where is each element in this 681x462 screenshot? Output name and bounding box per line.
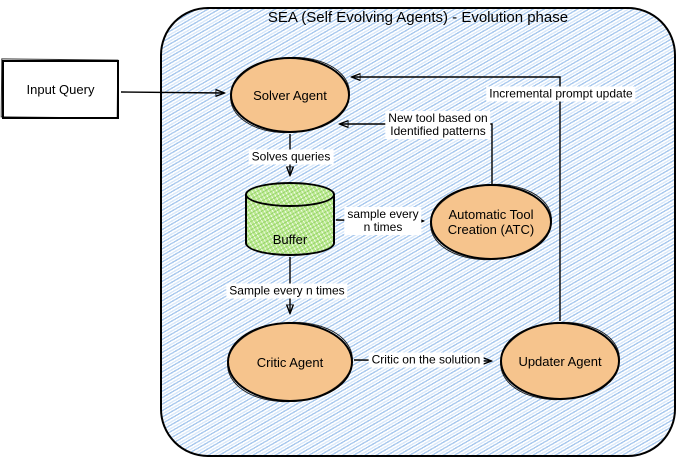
input-query-label: Input Query — [26, 82, 95, 97]
node-updater-agent: Updater Agent — [500, 322, 620, 400]
diagram-title: SEA (Self Evolving Agents) - Evolution p… — [267, 9, 569, 26]
updater-agent-label: Updater Agent — [518, 353, 602, 369]
label-sample-every-n-times-right: sample every n times — [344, 207, 422, 235]
label-new-tool: New tool based on Identified patterns — [385, 111, 491, 139]
label-new-tool-line1: New tool based on — [388, 111, 488, 125]
node-automatic-tool-creation: Automatic Tool Creation (ATC) — [430, 184, 552, 260]
node-solver-agent: Solver Agent — [230, 57, 350, 133]
label-sample-right-line2: n times — [363, 220, 403, 234]
atc-label: Automatic Tool Creation (ATC) — [447, 207, 535, 237]
edge-input-to-solver — [120, 92, 224, 93]
buffer-cylinder-top — [245, 182, 335, 207]
label-solves-queries: Solves queries — [248, 149, 334, 165]
node-buffer: Buffer — [245, 182, 335, 256]
solver-agent-label: Solver Agent — [253, 87, 327, 103]
buffer-label: Buffer — [272, 232, 308, 247]
label-critic-on-solution: Critic on the solution — [368, 352, 484, 368]
edge-updater-to-solver — [352, 77, 561, 321]
label-sample-every-n-times-bottom: Sample every n times — [226, 283, 348, 299]
label-sample-right-line1: sample every — [347, 207, 419, 221]
node-critic-agent: Critic Agent — [227, 322, 353, 402]
critic-agent-label: Critic Agent — [256, 354, 324, 370]
node-input-query: Input Query — [2, 60, 119, 119]
label-new-tool-line2: Identified patterns — [390, 124, 486, 138]
label-incremental-prompt-update: Incremental prompt update — [486, 86, 636, 102]
